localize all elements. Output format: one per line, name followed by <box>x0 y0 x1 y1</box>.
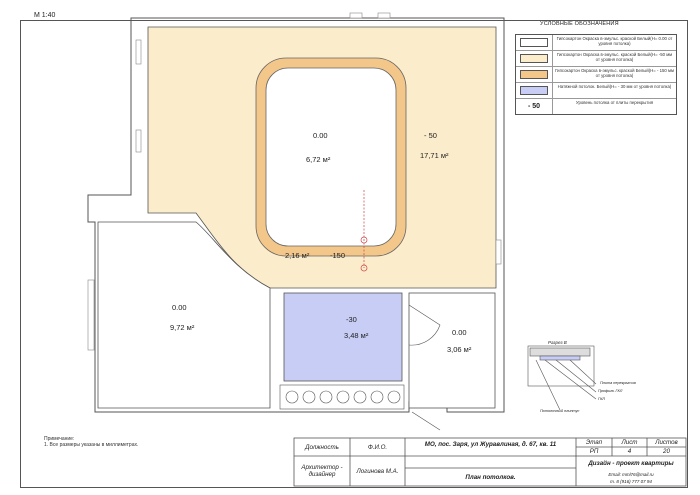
legend-text: Гипсокартон Окраска в-эмульс. краской Бе… <box>556 36 673 46</box>
swatch-blue <box>520 86 548 95</box>
swatch-white <box>520 38 548 47</box>
room-bath-level: -30 <box>346 315 357 324</box>
room-bedroom-area: 9,72 м² <box>170 323 195 332</box>
legend-row: Гипсокартон Окраска в-эмульс. краской Бе… <box>516 35 676 51</box>
top-windows <box>349 12 391 19</box>
role: Архитектор - дизайнер <box>301 464 343 478</box>
legend-row: - 50 Уровень потолка от плиты перекрытия <box>516 99 676 114</box>
sheet-label: Лист <box>621 439 638 446</box>
stage-value: РП <box>589 448 599 455</box>
title-block: Должность Ф.И.О. МО, пос. Заря, ул Журав… <box>294 438 686 486</box>
note: Примечание: 1. Все размеры указаны в мил… <box>44 436 138 448</box>
sheets-label: Листов <box>655 439 678 446</box>
section-detail <box>527 345 597 411</box>
designer-name: Логинова М.А. <box>356 467 399 475</box>
right-window <box>495 239 502 265</box>
ring-area: 2,16 м² <box>285 251 310 260</box>
room-bedroom-level: 0.00 <box>172 303 187 312</box>
legend-title: УСЛОВНЫЕ ОБОЗНАЧЕНИЯ <box>540 21 619 27</box>
section-title: Разрез В <box>548 340 567 345</box>
swatch-light-beige <box>520 54 548 63</box>
company: Дизайн - проект квартиры <box>588 459 674 467</box>
callout-slab: Плита перекрытия <box>600 381 636 385</box>
callout-gkl: ГКЛ <box>598 397 605 401</box>
note-title: Примечание: <box>44 436 75 442</box>
ring-level: -150 <box>330 251 345 260</box>
legend-row: Гипсокартон Окраска в-эмульс. краской Бе… <box>516 67 676 83</box>
outer-walls <box>87 17 505 413</box>
email: Email: mml76@mail.ru <box>608 471 654 477</box>
position-label: Должность <box>305 443 339 451</box>
legend-text: Гипсокартон Окраска в-эмульс. краской Бе… <box>555 68 674 78</box>
sheet-title: План потолков. <box>465 473 516 481</box>
callout-plinth: Потолочный плинтус <box>540 409 580 413</box>
small-room-ceiling <box>408 292 496 409</box>
room-living-level: - 50 <box>424 131 437 140</box>
sheets-value: 20 <box>663 448 670 455</box>
bathroom-fixtures <box>279 384 405 410</box>
note-text: 1. Все размеры указаны в миллиметрах. <box>44 442 139 448</box>
phone: т. 8 (916) 777 07 94 <box>610 478 652 484</box>
address: МО, пос. Заря, ул Журавлиная, д. 67, кв.… <box>424 441 557 448</box>
legend-mark: - 50 <box>516 99 553 114</box>
sheet-value: 4 <box>627 448 632 455</box>
legend-text: Уровень потолка от плиты перекрытия <box>575 100 654 105</box>
legend-row: Натяжной потолок. Белый(Н= - 30 мм от ур… <box>516 83 676 99</box>
fio-label: Ф.И.О. <box>367 443 388 451</box>
bathroom-ceiling <box>283 292 403 382</box>
room-small-level: 0.00 <box>452 328 467 337</box>
lamp-markers <box>360 190 368 272</box>
legend-text: Гипсокартон Окраска в-эмульс. краской Бе… <box>556 52 673 62</box>
ceiling-ring-inner <box>265 67 397 247</box>
legend-table: Гипсокартон Окраска в-эмульс. краской Бе… <box>515 34 677 115</box>
title-block-grid <box>293 437 687 487</box>
room-center-level: 0.00 <box>313 131 328 140</box>
doors <box>408 304 441 431</box>
bedroom-ceiling <box>97 221 271 409</box>
room-living-area: 17,71 м² <box>420 151 449 160</box>
swatch-orange <box>520 70 548 79</box>
drawing-frame <box>20 20 688 488</box>
legend-text: Натяжной потолок. Белый(Н= - 30 мм от ур… <box>557 84 672 89</box>
stage-label: Этап <box>585 439 603 446</box>
room-small-area: 3,06 м² <box>447 345 472 354</box>
drawing-scale: М 1:40 <box>34 12 56 19</box>
room-bath-area: 3,48 м² <box>344 331 369 340</box>
legend-row: Гипсокартон Окраска в-эмульс. краской Бе… <box>516 51 676 67</box>
left-windows <box>87 39 142 351</box>
room-center-area: 6,72 м² <box>306 155 331 164</box>
callout-profile: Профиль ГКЛ <box>598 389 623 393</box>
